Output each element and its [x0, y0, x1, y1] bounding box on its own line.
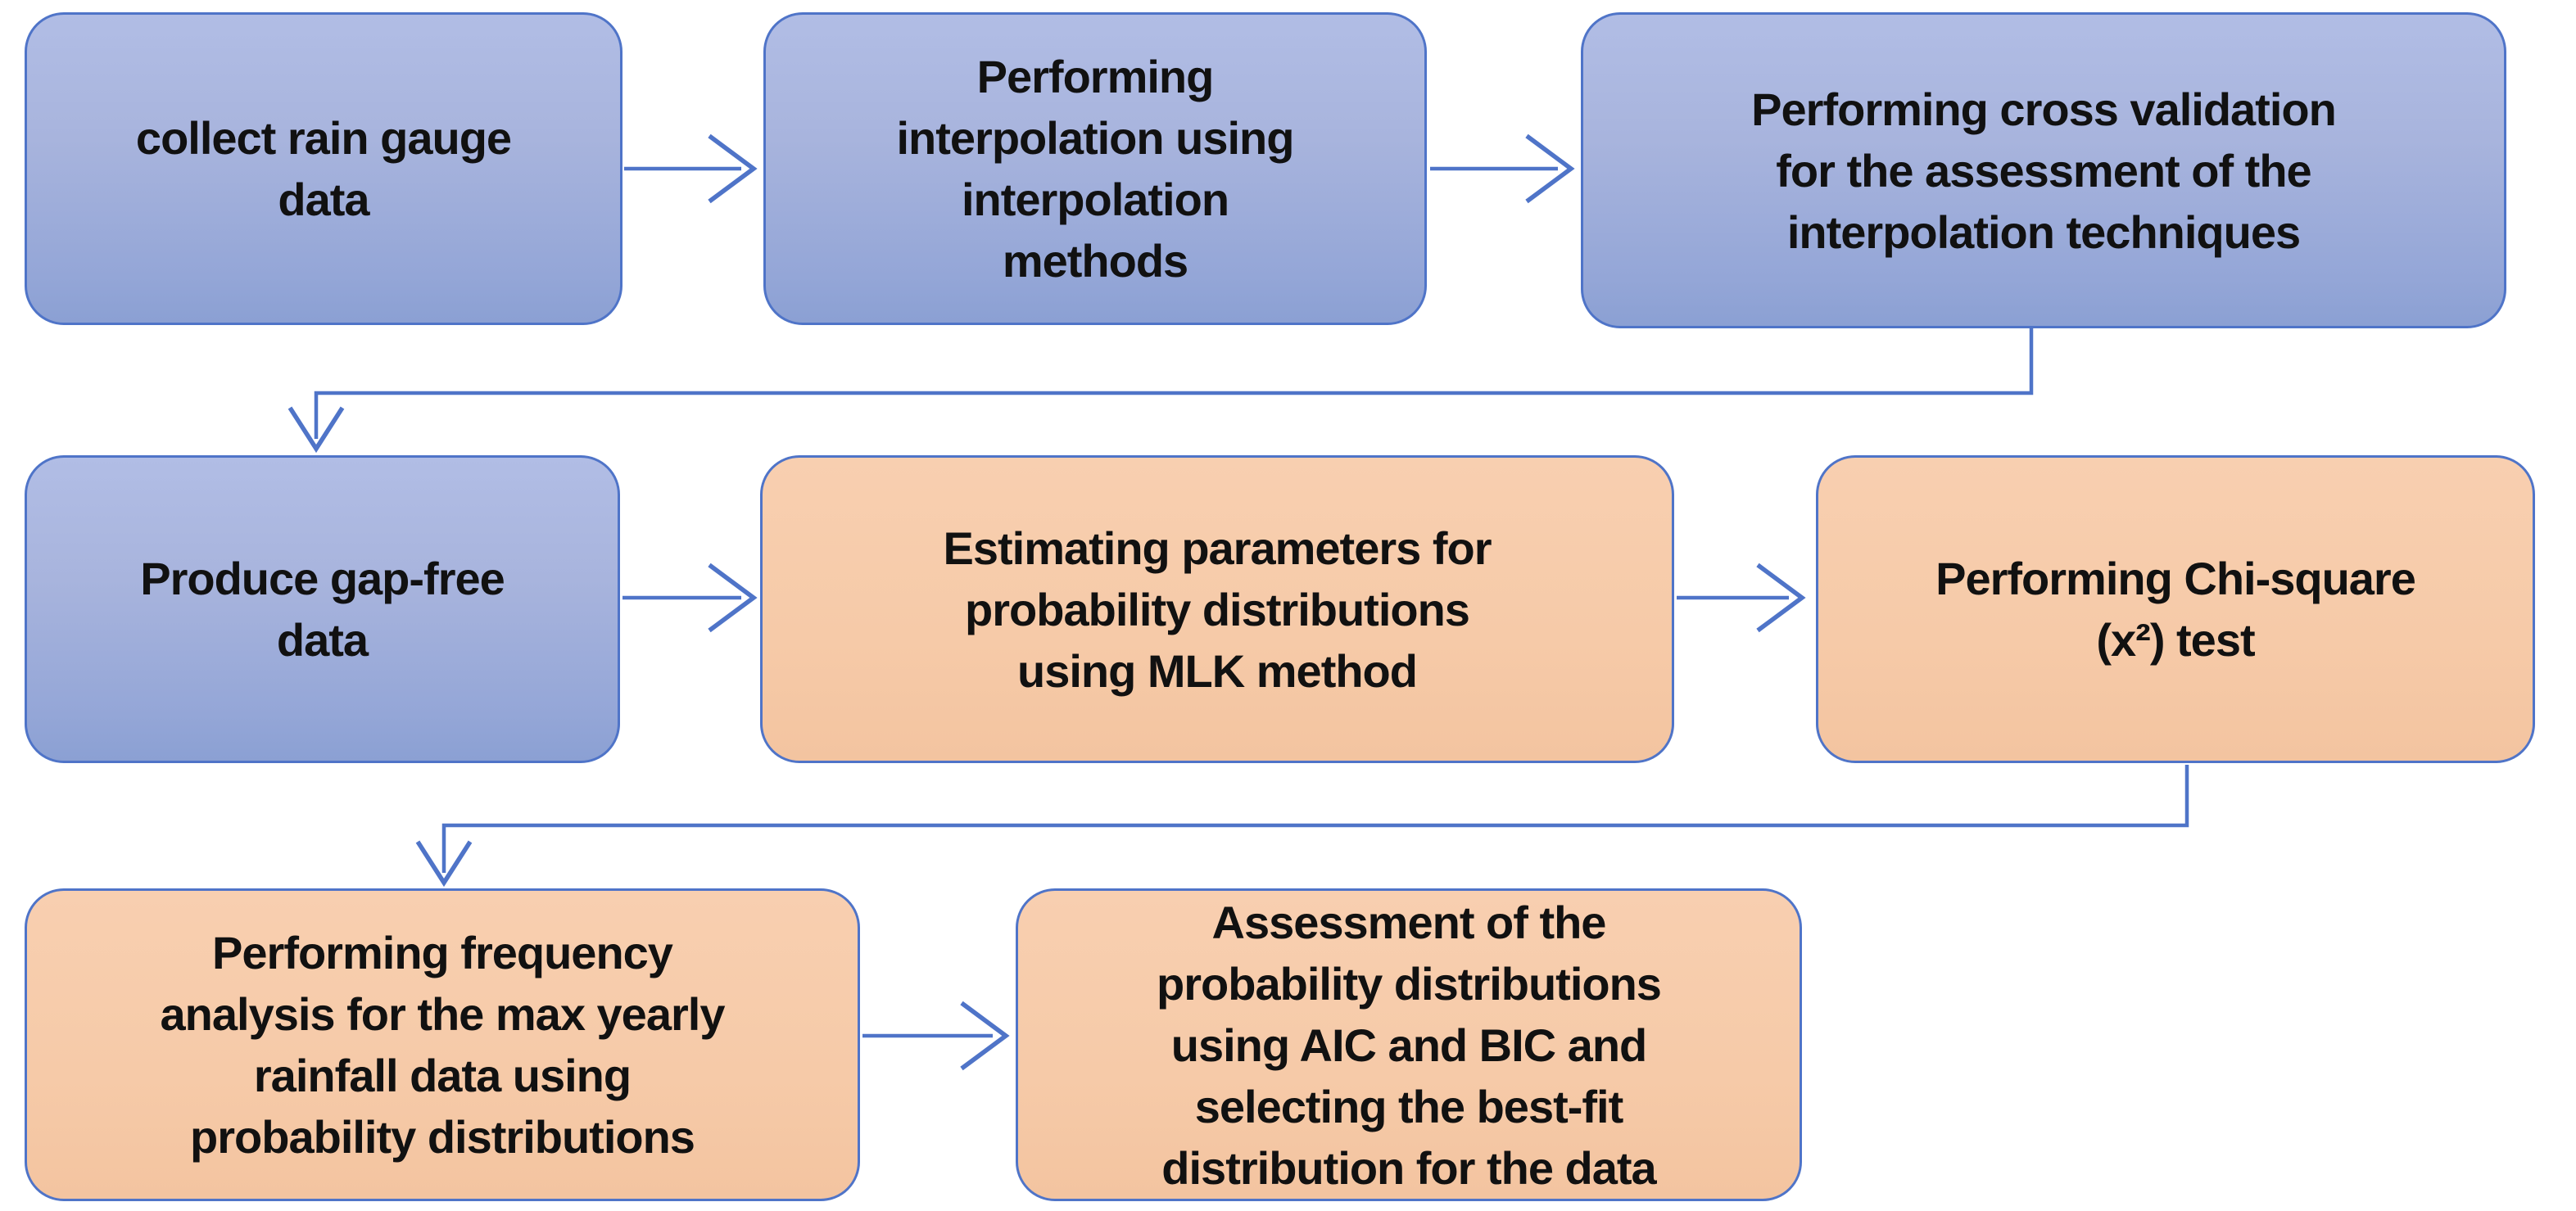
box-collect-rain-gauge-data: collect rain gauge data — [25, 12, 622, 325]
box-performing-interpolation: Performing interpolation using interpola… — [763, 12, 1427, 325]
box-performing-cross-validation: Performing cross validation for the asse… — [1581, 12, 2506, 328]
arrow-gapfree-to-estimating — [622, 563, 758, 633]
arrow-frequency-to-assessment — [862, 1001, 1010, 1071]
box-produce-gap-free-data: Produce gap-free data — [25, 455, 620, 763]
arrow-crossvalidation-to-gapfree — [287, 328, 2034, 454]
arrow-estimating-to-chisquare — [1677, 563, 1806, 633]
box-performing-frequency-analysis: Performing frequency analysis for the ma… — [25, 888, 860, 1201]
arrow-interpolation-to-crossvalidation — [1430, 133, 1575, 204]
arrow-collect-to-interpolation — [624, 133, 758, 204]
box-performing-chi-square-test: Performing Chi-square (x²) test — [1816, 455, 2535, 763]
arrow-chisquare-to-frequency — [415, 765, 2189, 888]
box-assessment-of-distributions: Assessment of the probability distributi… — [1016, 888, 1802, 1201]
box-estimating-parameters: Estimating parameters for probability di… — [760, 455, 1674, 763]
